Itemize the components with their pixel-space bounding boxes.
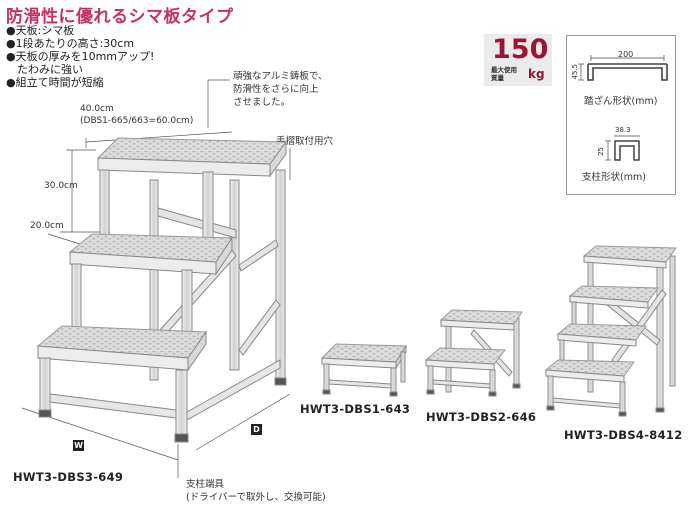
alumi-callout-line: させました。 [233,97,291,108]
depth-dimension-note: (DBS1-665/663=60.0cm) [80,116,194,126]
feature-item: ●組立て時間が短縮 [6,76,104,89]
alumi-callout: 頑強なアルミ鋳板で、 防滑性をさらに向上 させました。 [233,70,328,109]
depth-dimension: 40.0cm [80,104,114,114]
page-title: 防滑性に優れるシマ板タイプ [6,7,234,27]
feet-callout-line: 支柱端具 [186,479,225,490]
load-unit: kg [528,67,545,81]
handrail-hole-callout: 手摺取付用穴 [276,136,334,147]
model-label-one-step: HWT3-DBS1-643 [300,402,411,416]
four-step-ladder-drawing [544,245,677,417]
model-label-main: HWT3-DBS3-649 [13,470,124,484]
main-step-ladder-drawing [21,79,291,478]
width-axis-badge: W [73,440,84,451]
load-label-line2: 質量 [491,74,504,82]
feature-item: ●天板:シマ板 [6,24,75,37]
depth-axis-badge: D [251,424,262,435]
model-label-four-step: HWT3-DBS4-8412 [564,428,683,442]
post-section-caption: 支柱形状(mm) [582,172,646,183]
model-label-two-step: HWT3-DBS2-646 [426,410,537,424]
feature-item: ●天板の厚みを10mmアップ! [6,50,155,63]
tread-width-label: 200 [618,50,634,59]
one-step-ladder-drawing [320,343,407,397]
load-label-line1: 最大使用 [491,66,517,74]
feet-callout: 支柱端具 (ドライバーで取外し、交換可能) [186,478,326,504]
alumi-callout-line: 防滑性をさらに向上 [233,84,319,95]
load-badge [484,34,552,86]
alumi-callout-line: 頑強なアルミ鋳板で、 [233,71,328,82]
two-step-ladder-drawing [424,309,523,397]
feature-item: たわみに強い [6,63,83,76]
feet-callout-line: (ドライバーで取外し、交換可能) [186,492,326,503]
tread-section-drawing [578,55,668,81]
post-section-drawing [605,135,640,161]
load-value: 150 [492,34,549,65]
section-drawing-box [566,35,676,195]
load-label: 最大使用 質量 [491,66,517,82]
tread-dimension: 20.0cm [30,221,64,231]
feature-item: ●1段あたりの高さ:30cm [6,37,135,50]
step-height-dimension: 30.0cm [44,181,78,191]
post-width-label: 38.3 [615,126,631,134]
tread-section-caption: 踏ざん形状(mm) [584,96,658,107]
